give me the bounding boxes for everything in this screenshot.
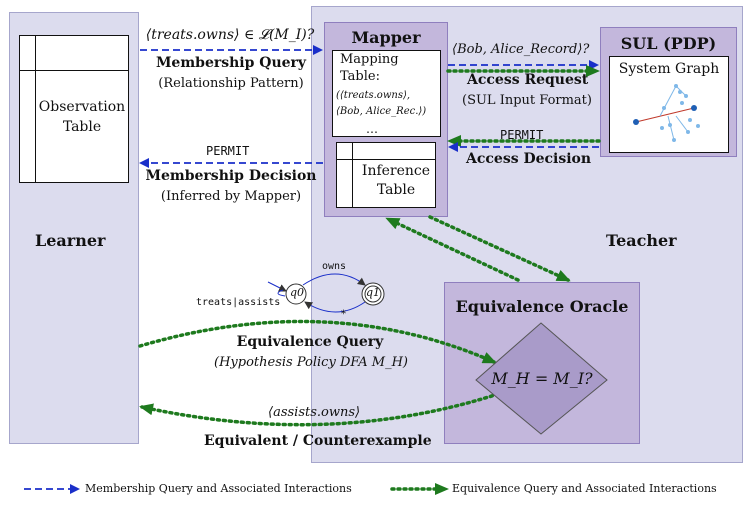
equivalence-query-subtitle: (Hypothesis Policy DFA M_H) [214, 355, 408, 370]
automaton-state-q0 [285, 283, 307, 305]
mapper-title: Mapper [351, 28, 421, 47]
access-request-title: Access Request [467, 72, 589, 88]
membership-decision-title: Membership Decision [145, 168, 317, 184]
inference-table-hline [336, 159, 436, 160]
observation-table-hline [19, 70, 129, 71]
automaton-edge-back: * [341, 309, 346, 320]
access-decision-title: Access Decision [466, 151, 592, 167]
membership-query-subtitle: (Relationship Pattern) [158, 76, 304, 91]
automaton-edge-self: treats|assists [196, 297, 281, 308]
inference-table-label: Inference Table [361, 163, 431, 198]
observation-table-vline [35, 35, 36, 183]
automaton-state-q0-label: q0 [290, 286, 305, 299]
system-graph-network [633, 84, 700, 142]
system-graph-label: System Graph [618, 61, 720, 77]
observation-table-label: Observation Table [38, 99, 126, 135]
mapping-table-entry: (⟨treats.owns⟩, ⟨Bob, Alice_Rec.⟩) [336, 90, 427, 117]
equivalence-query-arrow [138, 319, 497, 364]
mapping-table [332, 50, 441, 137]
teacher-label: Teacher [606, 231, 677, 250]
oracle-to-mapper-arrow [385, 217, 520, 282]
legend-membership-label: Membership Query and Associated Interact… [85, 482, 352, 495]
membership-query-formula: ⟨treats.owns⟩ ∈ 𝓛(M_I)? [145, 27, 315, 43]
learner-label: Learner [35, 231, 106, 250]
mapping-table-ellipsis: … [366, 122, 378, 136]
mapping-table-label: Mapping Table: [340, 52, 399, 84]
inference-table-vline [352, 142, 353, 208]
oracle-diamond [475, 322, 608, 435]
hypothesis-automaton [267, 273, 385, 313]
system-graph [609, 56, 729, 153]
mapper-to-oracle-arrow [428, 215, 571, 282]
membership-decision-subtitle: (Inferred by Mapper) [160, 189, 302, 204]
sul-title: SUL (PDP) [620, 34, 717, 53]
access-request-subtitle: (SUL Input Format) [462, 93, 592, 108]
membership-query-title: Membership Query [155, 55, 307, 71]
automaton-edge-owns: owns [322, 261, 347, 272]
access-decision-response: PERMIT [500, 128, 544, 142]
counterexample-title: Equivalent / Counterexample [204, 433, 432, 449]
equivalence-query-title: Equivalence Query [236, 334, 384, 350]
access-request-formula: ⟨Bob, Alice_Record⟩? [452, 42, 590, 57]
legend-equivalence-label: Equivalence Query and Associated Interac… [452, 482, 717, 495]
equivalence-oracle-title: Equivalence Oracle [455, 297, 629, 316]
automaton-state-q1-label: q1 [366, 286, 381, 299]
oracle-condition: M_H = M_I? [491, 369, 593, 388]
membership-decision-response: PERMIT [206, 144, 250, 158]
counterexample-formula: ⟨assists.owns⟩ [268, 405, 361, 420]
counterexample-arrow [139, 392, 500, 427]
observation-table [19, 35, 129, 183]
